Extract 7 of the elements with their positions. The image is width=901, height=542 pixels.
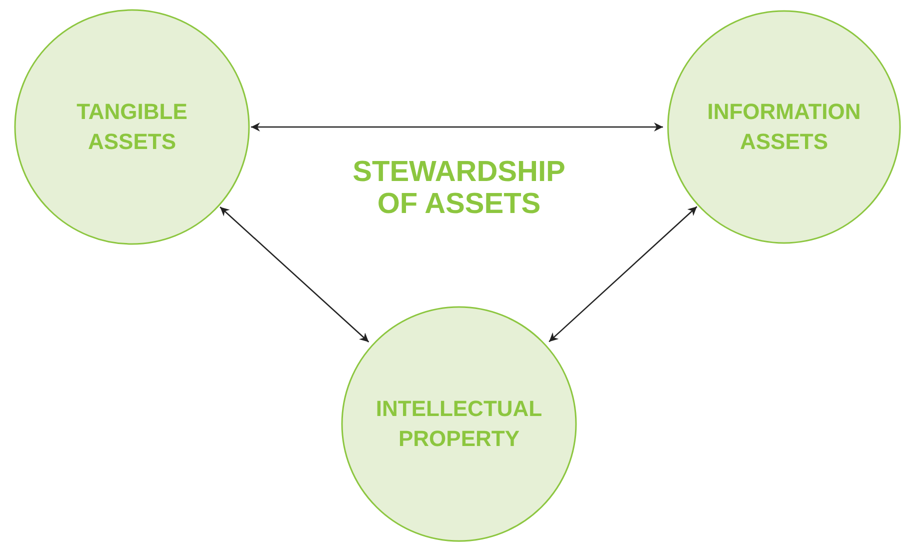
node-label: TANGIBLE ASSETS	[76, 98, 188, 156]
double-arrow	[548, 206, 698, 342]
node-label: INTELLECTUAL PROPERTY	[374, 395, 544, 453]
double-arrow	[220, 206, 370, 342]
double-arrow	[251, 122, 663, 132]
diagram-title: STEWARDSHIP OF ASSETS	[352, 156, 566, 220]
node-label: INFORMATION ASSETS	[706, 98, 862, 156]
